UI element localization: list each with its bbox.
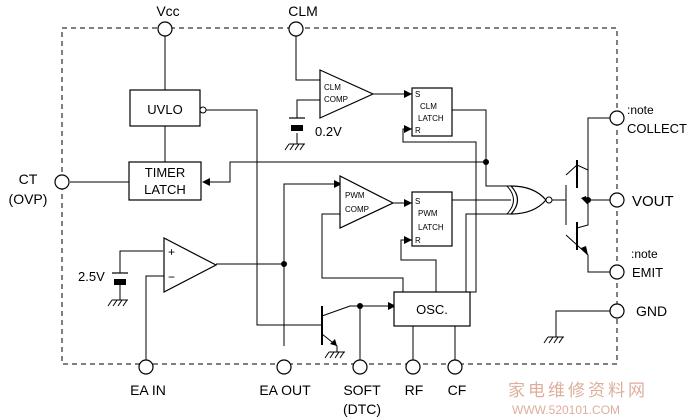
clm-comparator [319, 69, 375, 119]
gnd-label: GND [636, 303, 667, 319]
clm-comp-label-2: COMP [324, 95, 348, 104]
collect-label: COLLECT [627, 121, 687, 136]
clm-latch-label-2: LATCH [418, 114, 444, 123]
soft-transistor-arrow [330, 339, 337, 346]
junction-dots [281, 159, 591, 309]
clm-latch-arrow [404, 90, 412, 98]
timer-latch-label-2: LATCH [144, 182, 186, 197]
vout-pin [609, 192, 625, 208]
clm-latch-s: S [415, 90, 420, 99]
ea-plus-sign: + [168, 245, 175, 259]
wires [70, 36, 614, 360]
osc-label: OSC. [416, 302, 448, 317]
timer-latch-block [128, 161, 202, 201]
osc-block [393, 291, 471, 327]
clm-latch-label-1: CLM [420, 102, 437, 111]
ct-label-2: (OVP) [9, 191, 48, 207]
ea-out-pin [276, 359, 292, 375]
watermark-url: WWW.520101.COM [512, 403, 620, 417]
pwm-latch-label-1: PWM [418, 209, 438, 218]
uvlo-block [129, 89, 201, 127]
pwm-r-arrow [404, 236, 412, 244]
rf-pin [405, 359, 421, 375]
emit-note: :note [631, 247, 658, 261]
pwm-comp-label-1: PWM [345, 191, 365, 200]
uvlo-label: UVLO [147, 102, 182, 117]
watermark-cn: 家电维修资料网 [508, 381, 648, 400]
ct-pin [54, 174, 70, 190]
cf-pin [447, 359, 463, 375]
timer-arrow [202, 178, 210, 186]
clm-latch-r: R [415, 126, 421, 135]
soft-pin [352, 359, 368, 375]
collect-note: :note [627, 103, 654, 117]
gnd-pin [609, 303, 625, 319]
nor-gate [509, 185, 547, 215]
vout-label: VOUT [632, 193, 674, 210]
nor-gate-back-curve [506, 185, 514, 215]
soft-arrow [388, 302, 396, 310]
pwm-latch-s: S [415, 197, 420, 206]
pwm-latch-block [411, 191, 453, 247]
pwm-comp-label-2: COMP [345, 205, 369, 214]
cf-label: CF [448, 382, 467, 398]
ea-minus-sign: − [168, 270, 175, 284]
pwm-latch-r: R [415, 236, 421, 245]
clm-latch-block [411, 87, 453, 137]
vcc-label: Vcc [156, 3, 179, 19]
uvlo-inverter-bubble [199, 106, 207, 114]
timer-latch-label-1: TIMER [145, 165, 185, 180]
pwm-latch-label-2: LATCH [418, 223, 444, 232]
ea-reference-label: 2.5V [78, 269, 105, 284]
clm-pin [288, 21, 304, 37]
ea-in-pin [138, 359, 154, 375]
output-transistor-upper-arrow [581, 196, 588, 205]
ct-label-1: CT [19, 171, 38, 187]
soft-label-2: (DTC) [343, 401, 381, 417]
ea-out-label: EA OUT [259, 382, 311, 398]
pwm-comparator [339, 175, 395, 229]
ea-opamp [163, 237, 218, 293]
emit-pin [609, 264, 625, 280]
nor-gate-bubble [545, 196, 553, 204]
soft-label-1: SOFT [343, 382, 381, 398]
ea-reference-cell [112, 272, 128, 285]
clm-comp-label-1: CLM [324, 83, 341, 92]
collect-pin [609, 110, 625, 126]
vcc-pin [157, 21, 173, 37]
pwm-latch-arrow [404, 199, 412, 207]
output-transistor-lower-arrow [581, 246, 588, 255]
clm-label: CLM [288, 3, 318, 19]
ground-symbols [107, 143, 564, 359]
pwm-in-arrow [334, 180, 342, 188]
clm-r-arrow [404, 125, 412, 133]
emit-label: EMIT [632, 265, 663, 280]
clm-reference-label: 0.2V [315, 124, 342, 139]
clm-reference-cell [289, 117, 305, 131]
ea-in-label: EA IN [130, 382, 166, 398]
rf-label: RF [405, 382, 424, 398]
